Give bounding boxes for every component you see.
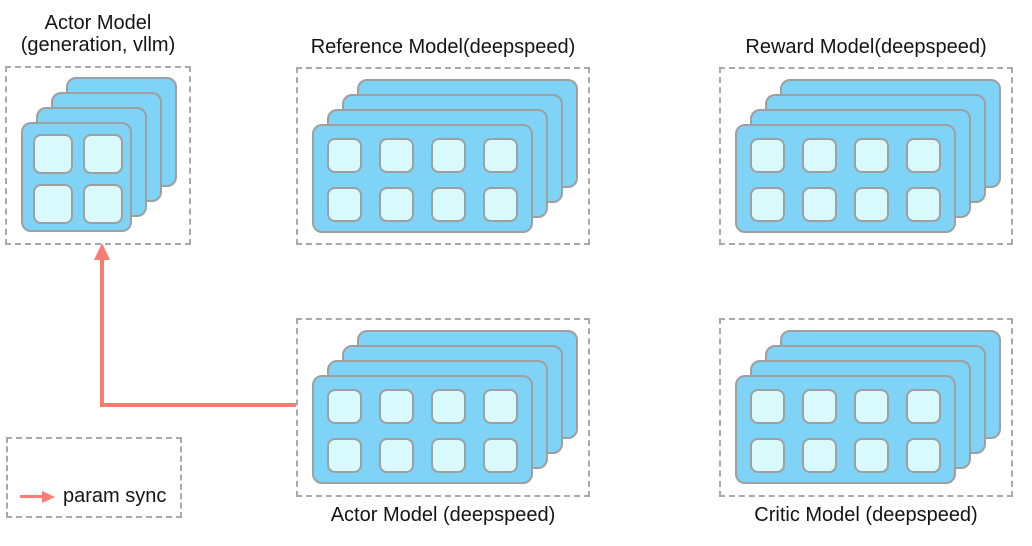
gpu-cell-grid bbox=[314, 377, 531, 485]
gpu-cell bbox=[327, 389, 362, 424]
gpu-cell bbox=[379, 389, 414, 424]
gpu-cell-grid bbox=[737, 126, 954, 234]
gpu-cell bbox=[83, 134, 123, 174]
param-sync-legend-arrowhead-icon bbox=[42, 490, 55, 503]
gpu-cell bbox=[906, 389, 941, 424]
reward-model-box bbox=[719, 67, 1013, 245]
gpu-cell bbox=[854, 187, 889, 222]
gpu-card-front bbox=[21, 122, 132, 232]
gpu-cell bbox=[750, 138, 785, 173]
gpu-cell bbox=[483, 438, 518, 473]
legend-box: param sync bbox=[6, 437, 182, 518]
gpu-cell bbox=[750, 389, 785, 424]
param-sync-arrow-horizontal-line bbox=[100, 403, 296, 407]
gpu-cell bbox=[906, 187, 941, 222]
gpu-cell-grid bbox=[23, 124, 133, 234]
gpu-cell-grid bbox=[314, 126, 531, 234]
actor-vllm-title: Actor Model (generation, vllm) bbox=[5, 12, 191, 56]
gpu-cell bbox=[906, 438, 941, 473]
gpu-cell bbox=[802, 187, 837, 222]
gpu-cell bbox=[431, 138, 466, 173]
legend-row: param sync bbox=[20, 485, 166, 508]
gpu-cell bbox=[802, 138, 837, 173]
gpu-cell bbox=[854, 389, 889, 424]
param-sync-arrow-vertical-line bbox=[100, 258, 104, 407]
gpu-cell bbox=[379, 187, 414, 222]
gpu-cell bbox=[431, 389, 466, 424]
gpu-cell bbox=[483, 187, 518, 222]
gpu-card-front bbox=[735, 375, 956, 484]
reference-model-box bbox=[296, 67, 590, 245]
gpu-cell bbox=[854, 438, 889, 473]
gpu-cell bbox=[33, 184, 73, 224]
reference-model-title: Reference Model(deepspeed) bbox=[310, 36, 576, 58]
gpu-cell bbox=[483, 389, 518, 424]
gpu-cell bbox=[750, 187, 785, 222]
gpu-cell bbox=[854, 138, 889, 173]
actor-vllm-box bbox=[5, 66, 191, 245]
critic-model-label: Critic Model (deepspeed) bbox=[754, 504, 978, 526]
gpu-card-front bbox=[312, 124, 533, 233]
gpu-cell-grid bbox=[737, 377, 954, 485]
legend-label: param sync bbox=[63, 485, 167, 507]
gpu-cell bbox=[750, 438, 785, 473]
gpu-cell bbox=[379, 438, 414, 473]
gpu-cell bbox=[802, 438, 837, 473]
critic-model-box bbox=[719, 318, 1013, 497]
gpu-cell bbox=[906, 138, 941, 173]
gpu-card-front bbox=[312, 375, 533, 484]
reward-model-title: Reward Model(deepspeed) bbox=[745, 36, 987, 58]
actor-vllm-title-line1: Actor Model bbox=[44, 12, 152, 34]
gpu-card-front bbox=[735, 124, 956, 233]
actor-deepspeed-label: Actor Model (deepspeed) bbox=[330, 504, 556, 526]
param-sync-legend-arrow-icon bbox=[20, 495, 42, 498]
gpu-cell bbox=[802, 389, 837, 424]
actor-vllm-title-line2: (generation, vllm) bbox=[20, 34, 176, 56]
param-sync-arrowhead-up-icon bbox=[94, 243, 110, 260]
gpu-cell bbox=[83, 184, 123, 224]
gpu-cell bbox=[431, 187, 466, 222]
gpu-cell bbox=[379, 138, 414, 173]
gpu-cell bbox=[33, 134, 73, 174]
gpu-cell bbox=[483, 138, 518, 173]
gpu-cell bbox=[327, 438, 362, 473]
gpu-cell bbox=[431, 438, 466, 473]
gpu-cell bbox=[327, 138, 362, 173]
gpu-cell bbox=[327, 187, 362, 222]
actor-deepspeed-box bbox=[296, 318, 590, 497]
